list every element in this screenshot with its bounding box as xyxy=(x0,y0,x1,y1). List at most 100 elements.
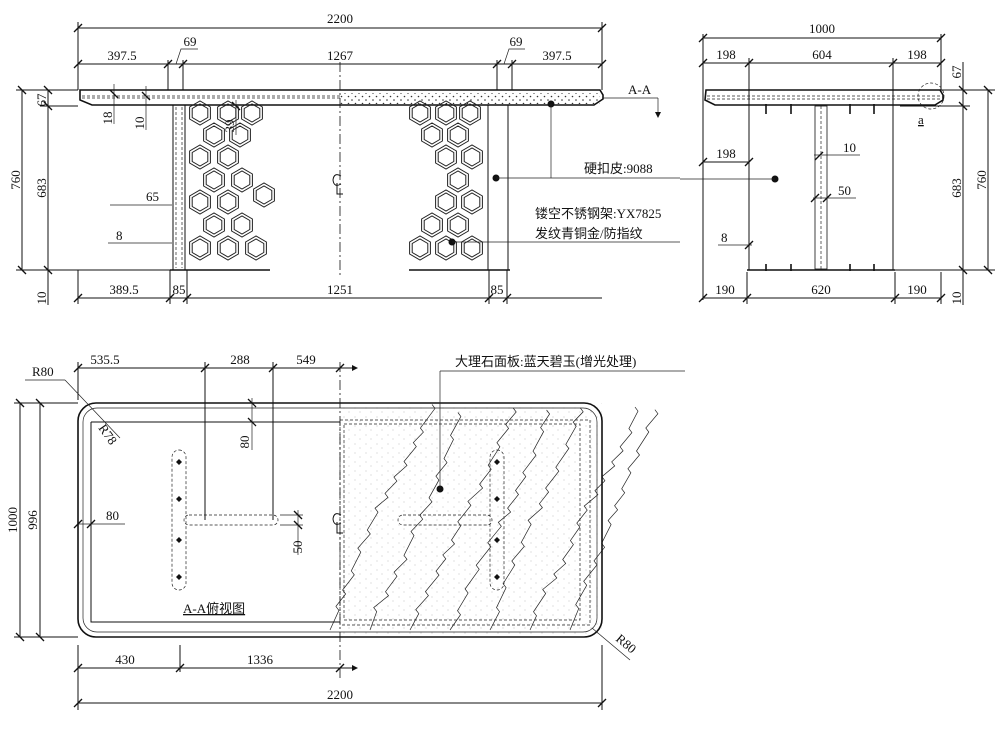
plan-dim-80-top: 80 xyxy=(237,436,252,449)
marble-vein xyxy=(569,409,659,631)
plan-leg-left xyxy=(171,449,279,591)
plan-dim-288: 288 xyxy=(230,352,250,367)
side-dim-top-left: 198 xyxy=(716,47,736,62)
hexagon-pattern-inner xyxy=(191,147,209,167)
hexagon-pattern xyxy=(241,100,263,126)
dim-8: 8 xyxy=(116,228,123,243)
hexagon-pattern xyxy=(461,189,483,215)
hexagon-pattern xyxy=(217,144,239,170)
hexagon-pattern-inner xyxy=(449,125,467,145)
hexagon-pattern xyxy=(461,144,483,170)
hexagon-pattern-inner xyxy=(219,147,237,167)
side-dim-leg-height: 683 xyxy=(949,178,964,198)
hexagon-pattern xyxy=(421,122,443,148)
dim-leg-gap-right: 69 xyxy=(510,34,523,49)
hexagon-pattern xyxy=(189,189,211,215)
hexagon-pattern xyxy=(217,189,239,215)
front-leg-right xyxy=(409,100,510,271)
hexagon-pattern xyxy=(231,212,253,238)
plan-dim-1336: 1336 xyxy=(247,652,274,667)
bolt-icon xyxy=(494,574,500,580)
bolt-icon xyxy=(176,537,182,543)
section-mark-a-a: A-A xyxy=(628,82,652,97)
marble-vein xyxy=(409,407,517,631)
marble-surface xyxy=(340,403,602,637)
dim-top-thickness: 67 xyxy=(34,93,49,107)
dim-top-span: 1267 xyxy=(327,48,354,63)
hexagon-pattern xyxy=(231,167,253,193)
bolt-icon xyxy=(176,496,182,502)
hexagon-pattern-inner xyxy=(219,238,237,258)
dim-leg-height: 683 xyxy=(34,178,49,198)
dim-overhang-left: 397.5 xyxy=(107,48,136,63)
bolt-icon xyxy=(176,459,182,465)
side-dim-8: 8 xyxy=(721,230,728,245)
dim-overhang-right: 397.5 xyxy=(542,48,571,63)
dim-total-height: 760 xyxy=(8,170,23,190)
dim-base-thickness: 10 xyxy=(34,292,49,305)
hexagon-pattern-inner xyxy=(205,215,223,235)
side-dim-10: 10 xyxy=(843,140,856,155)
hexagon-pattern xyxy=(203,122,225,148)
plan-radius-inner: R78 xyxy=(96,421,121,447)
marble-vein xyxy=(489,407,584,631)
hexagon-pattern-inner xyxy=(233,170,251,190)
hexagon-pattern-inner xyxy=(449,170,467,190)
hexagon-pattern-inner xyxy=(463,192,481,212)
bolt-icon xyxy=(494,496,500,502)
dim-65: 65 xyxy=(146,189,159,204)
hexagon-pattern xyxy=(435,144,457,170)
hexagon-pattern xyxy=(461,235,483,261)
front-elevation: 2200 397.5 69 1267 69 397.5 760 67 683 xyxy=(8,11,680,305)
hexagon-pattern xyxy=(459,100,481,126)
hexagon-pattern-inner xyxy=(423,125,441,145)
bolt-icon xyxy=(494,459,500,465)
side-dim-top-right: 198 xyxy=(907,47,927,62)
hexagon-pattern xyxy=(189,144,211,170)
hexagon-pattern xyxy=(447,122,469,148)
detail-mark-a: a xyxy=(918,112,924,127)
hexagon-pattern xyxy=(435,189,457,215)
hexagon-pattern xyxy=(229,122,251,148)
side-dim-total-width: 1000 xyxy=(809,21,835,36)
plan-dim-depth-inner: 996 xyxy=(25,510,40,530)
callout-leather: 硬扣皮:9088 xyxy=(584,161,653,176)
hexagon-pattern-inner xyxy=(219,103,237,123)
marble-vein xyxy=(449,409,551,631)
centerline-icon xyxy=(332,174,343,195)
hexagon-pattern-inner xyxy=(191,192,209,212)
hexagon-pattern xyxy=(217,235,239,261)
plan-dim-549: 549 xyxy=(296,352,316,367)
hexagon-pattern-inner xyxy=(449,215,467,235)
side-tabletop xyxy=(704,89,944,106)
hexagon-pattern-inner xyxy=(219,192,237,212)
hexagon-pattern-inner xyxy=(233,215,251,235)
plan-radius-outer-tl: R80 xyxy=(32,364,54,379)
hexagon-pattern xyxy=(409,100,431,126)
dim-base-leg-right: 85 xyxy=(491,282,504,297)
hexagon-pattern xyxy=(253,182,275,208)
hexagon-pattern-inner xyxy=(231,125,249,145)
plan-leg-right xyxy=(397,449,505,591)
bolt-icon xyxy=(494,537,500,543)
plan-dim-depth-total: 1000 xyxy=(5,507,20,533)
hexagon-pattern xyxy=(409,235,431,261)
hexagon-pattern-inner xyxy=(411,103,429,123)
hexagon-pattern xyxy=(245,235,267,261)
dim-18: 18 xyxy=(100,112,115,125)
callout-frame: 镂空不锈钢架:YX7825 xyxy=(535,206,661,221)
dim-base-leg-left: 85 xyxy=(173,282,186,297)
marble-vein xyxy=(329,404,436,631)
hexagon-pattern xyxy=(447,212,469,238)
hexagon-pattern xyxy=(203,212,225,238)
marble-vein xyxy=(369,412,462,631)
side-dim-total-height: 760 xyxy=(974,170,989,190)
hexagon-pattern-inner xyxy=(423,215,441,235)
hexagon-pattern-inner xyxy=(247,238,265,258)
plan-view-title: A-A俯视图 xyxy=(183,601,245,616)
hexagon-pattern xyxy=(217,100,239,126)
front-leg-left xyxy=(170,100,275,271)
detail-circle-a xyxy=(917,82,945,110)
